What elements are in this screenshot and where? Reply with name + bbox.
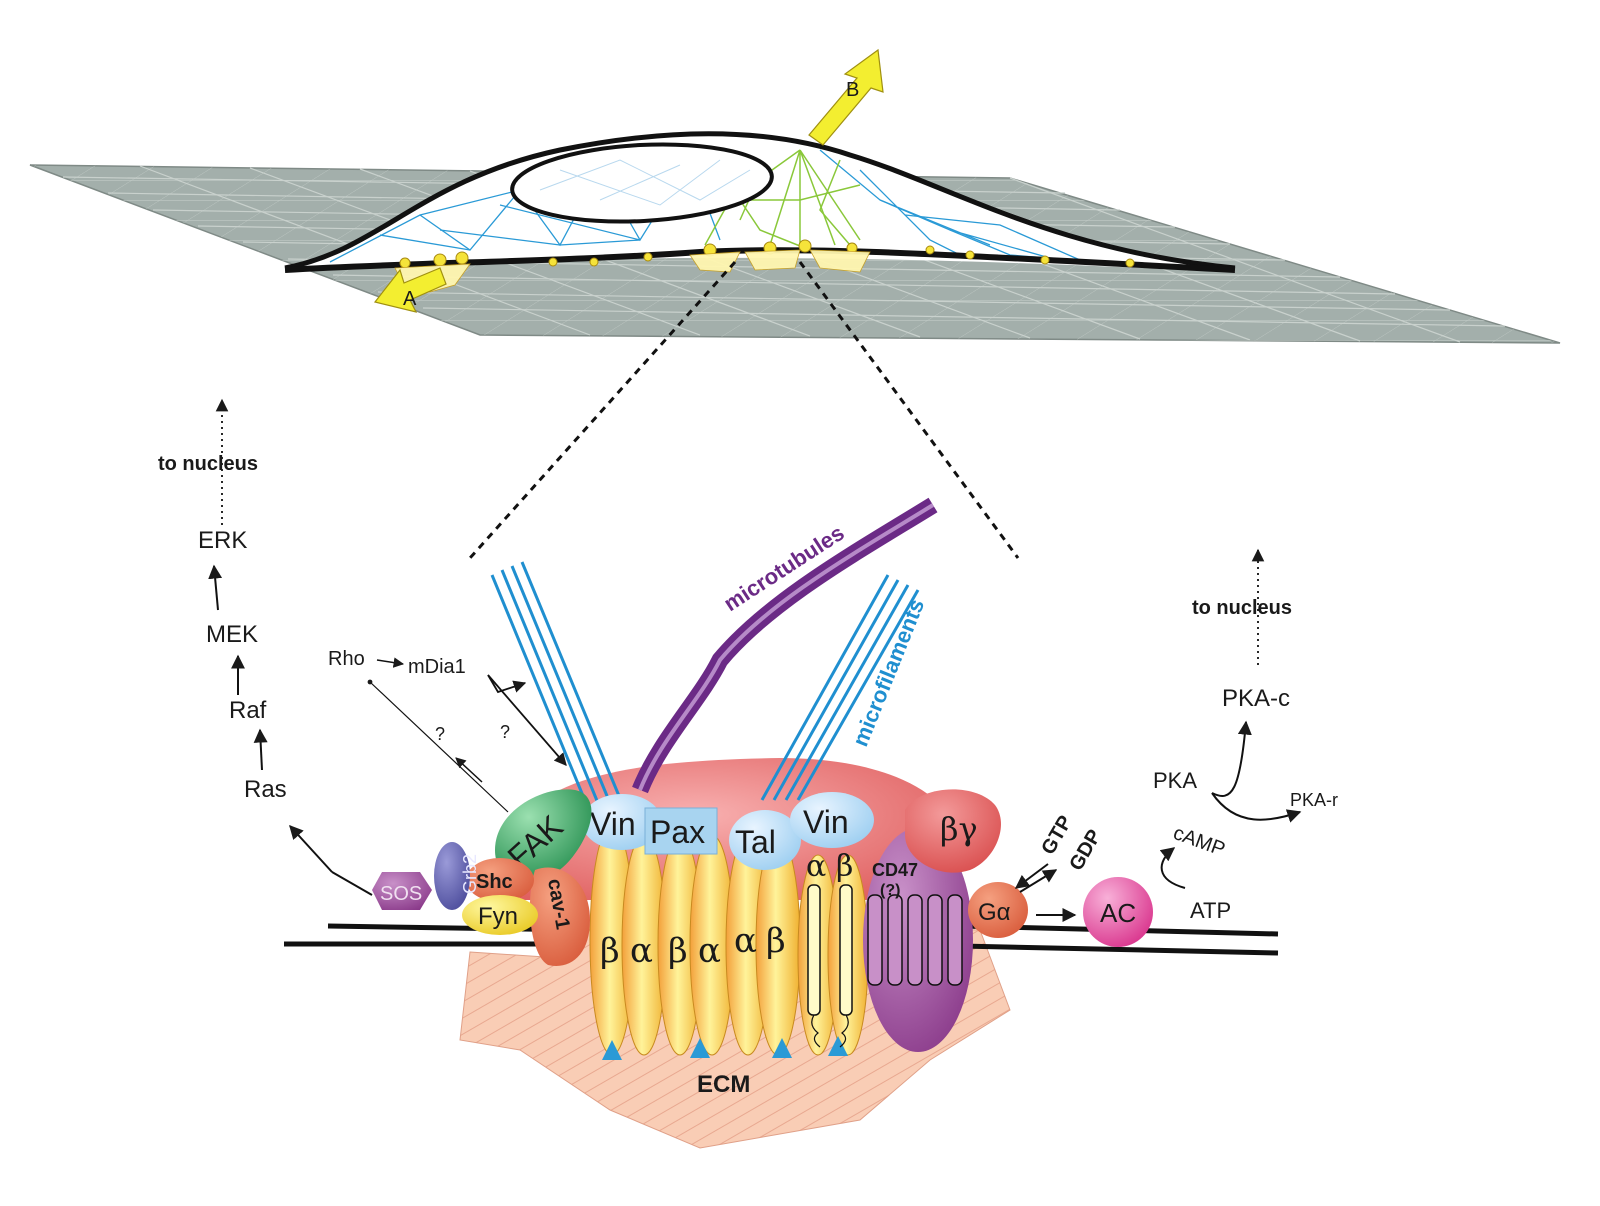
camp-label: cAMP bbox=[1170, 822, 1228, 861]
sos-label: SOS bbox=[380, 883, 422, 905]
gtp-gdp-exchange: GTP GDP bbox=[1014, 812, 1106, 893]
nucleus bbox=[510, 142, 774, 224]
cell-body bbox=[285, 133, 1235, 272]
erk-label: ERK bbox=[198, 527, 247, 554]
mek-label: MEK bbox=[206, 621, 258, 648]
integrin-label-7: α bbox=[806, 849, 826, 884]
cell-actin-network bbox=[329, 149, 1101, 263]
cd47-label: CD47 bbox=[872, 860, 918, 880]
rho-pathway: Rho mDia1 ? ? bbox=[328, 648, 567, 813]
integrin-label-2: α bbox=[630, 931, 653, 971]
pka-c-label: PKA-c bbox=[1222, 685, 1290, 712]
mdia1-label: mDia1 bbox=[408, 656, 466, 678]
cd47-receptor: CD47 (?) bbox=[863, 828, 973, 1052]
integrin-helices bbox=[807, 884, 853, 1016]
caveolin-1: cav-1 bbox=[529, 867, 590, 966]
arrow-a: A bbox=[373, 267, 447, 313]
ecm-label: ECM bbox=[697, 1071, 750, 1098]
fyn: Fyn bbox=[462, 895, 538, 935]
paxillin: Pax bbox=[644, 807, 718, 855]
cell-on-substrate: A B bbox=[29, 48, 1561, 560]
tal-label: Tal bbox=[735, 824, 776, 860]
integrin-label-8: β bbox=[836, 849, 853, 884]
grb2: Grb2 bbox=[434, 842, 480, 910]
raf-label: Raf bbox=[229, 697, 267, 724]
focal-adhesion-dots bbox=[399, 239, 1135, 269]
erk-pathway: to nucleus ERK MEK Raf Ras bbox=[158, 398, 373, 896]
integrin-label-5: α bbox=[734, 921, 757, 961]
integrin-label-4: α bbox=[698, 931, 721, 971]
sos: SOS bbox=[372, 872, 432, 910]
grb2-label: Grb2 bbox=[460, 854, 480, 894]
shc: Shc bbox=[466, 858, 534, 902]
ac-label: AC bbox=[1100, 898, 1136, 928]
pax-label: Pax bbox=[650, 814, 705, 850]
vinculin-left: Vin bbox=[582, 794, 662, 850]
microfilaments-left bbox=[490, 561, 626, 809]
pka-pathway: to nucleus PKA-c PKA PKA-r cAMP ATP bbox=[1153, 548, 1338, 923]
arrow-b-label: B bbox=[846, 79, 859, 101]
integrin-subunit-labels: β α β α α β α β bbox=[600, 849, 853, 971]
integrin-label-3: β bbox=[668, 931, 688, 971]
g-alpha-label: Gα bbox=[978, 899, 1011, 926]
adhesion-complex: microtubules microfilaments bbox=[284, 497, 1279, 1149]
cd47-question: (?) bbox=[880, 882, 900, 899]
cell-membrane-outline bbox=[284, 131, 1236, 271]
pka-r-label: PKA-r bbox=[1290, 790, 1338, 810]
beta-gamma-label: βγ bbox=[940, 810, 978, 848]
integrin-label-6: β bbox=[766, 921, 786, 961]
gtp-label: GTP bbox=[1037, 812, 1077, 859]
vin-left-label: Vin bbox=[590, 806, 636, 842]
arrow-b: B bbox=[808, 48, 884, 146]
rho-question-1: ? bbox=[435, 724, 445, 744]
microfilaments-right bbox=[760, 574, 920, 801]
pka-label: PKA bbox=[1153, 768, 1197, 793]
gdp-label: GDP bbox=[1065, 826, 1106, 875]
fyn-label: Fyn bbox=[478, 903, 518, 930]
vinculin-right: Vin bbox=[790, 792, 874, 848]
zoom-line-left bbox=[468, 260, 737, 560]
atp-label: ATP bbox=[1190, 898, 1231, 923]
vin-right-label: Vin bbox=[803, 804, 849, 840]
adenylyl-cyclase: AC bbox=[1036, 877, 1153, 947]
zoom-line-right bbox=[798, 261, 1020, 559]
erk-to-nucleus: to nucleus bbox=[158, 453, 258, 475]
pka-to-nucleus: to nucleus bbox=[1192, 597, 1292, 619]
shc-label: Shc bbox=[476, 871, 513, 893]
integrin-label-1: β bbox=[600, 931, 620, 971]
rho-question-2: ? bbox=[500, 722, 510, 742]
ras-label: Ras bbox=[244, 776, 287, 803]
g-alpha: Gα bbox=[968, 882, 1028, 938]
arrow-a-label: A bbox=[403, 288, 417, 310]
g-beta-gamma: βγ bbox=[905, 789, 1001, 873]
talin: Tal bbox=[729, 810, 801, 870]
rho-label: Rho bbox=[328, 648, 365, 670]
